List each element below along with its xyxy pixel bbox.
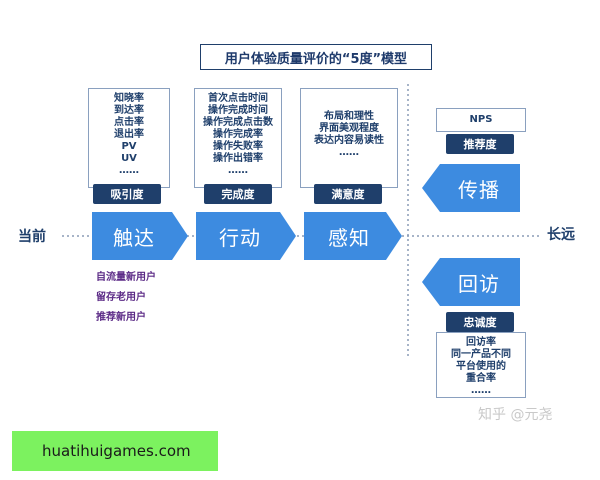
diagram-title: 用户体验质量评价的“5度”模型 [200,44,432,70]
tag-loyalty: 忠诚度 [446,312,514,332]
tag-recommendation: 推荐度 [446,134,514,154]
metric-item: 重合率 [466,373,496,384]
label-long-term: 长远 [547,227,575,243]
metric-item: 到达率 [114,105,144,116]
user-type-item: 留存老用户 [96,292,146,303]
metric-item: …… [228,165,248,176]
arrow-label-spread: 传播 [458,177,500,202]
arrow-shape-action [196,212,296,260]
user-type-item: 推荐新用户 [96,312,146,323]
metric-item: 操作出错率 [213,153,263,164]
metric-item: PV [121,141,137,152]
metric-item: 布局和理性 [324,111,374,122]
watermark: 知乎 @元尧 [478,407,553,423]
metric-item: 点击率 [114,117,144,128]
metric-item: 同一产品不同 [451,349,511,360]
label-current: 当前 [18,229,46,245]
arrow-shape-reach [92,212,188,260]
user-type-item: 自流量新用户 [96,272,156,283]
tag-attraction: 吸引度 [93,184,161,204]
metric-item: 首次点击时间 [208,93,268,104]
metric-item: 界面美观程度 [319,123,379,134]
metric-item: …… [339,147,359,158]
site-banner-text: huatihuigames.com [42,442,191,460]
arrow-label-reach: 触达 [113,225,155,250]
arrow-label-revisit: 回访 [458,271,500,296]
metric-item: 回访率 [466,337,496,348]
metric-item: 操作完成率 [213,129,263,140]
metric-item: 平台使用的 [456,361,506,372]
metric-item: 表达内容易读性 [314,135,384,146]
metric-item: 知晓率 [114,93,144,104]
arrow-shape-perception [304,212,402,260]
metric-item: NPS [469,114,493,125]
metric-item: …… [471,385,491,396]
arrow-label-action: 行动 [219,225,261,250]
tag-completion: 完成度 [204,184,272,204]
metrics-box-reach: 知晓率 到达率 点击率 退出率 PV UV …… [88,88,170,188]
metrics-box-spread: NPS [436,108,526,132]
arrow-shape-spread [422,164,520,212]
site-banner[interactable]: huatihuigames.com [12,431,218,471]
metric-item: …… [119,165,139,176]
metric-item: 操作完成点击数 [203,117,273,128]
metrics-box-perception: 布局和理性 界面美观程度 表达内容易读性 …… [300,88,398,188]
metrics-box-revisit: 回访率 同一产品不同 平台使用的 重合率 …… [436,332,526,398]
tag-satisfaction: 满意度 [314,184,382,204]
arrow-shape-revisit [422,258,520,306]
metric-item: 退出率 [114,129,144,140]
metric-item: 操作完成时间 [208,105,268,116]
metric-item: UV [121,153,137,164]
metric-item: 操作失败率 [213,141,263,152]
metrics-box-action: 首次点击时间 操作完成时间 操作完成点击数 操作完成率 操作失败率 操作出错率 … [194,88,282,188]
arrow-label-perception: 感知 [328,225,370,250]
